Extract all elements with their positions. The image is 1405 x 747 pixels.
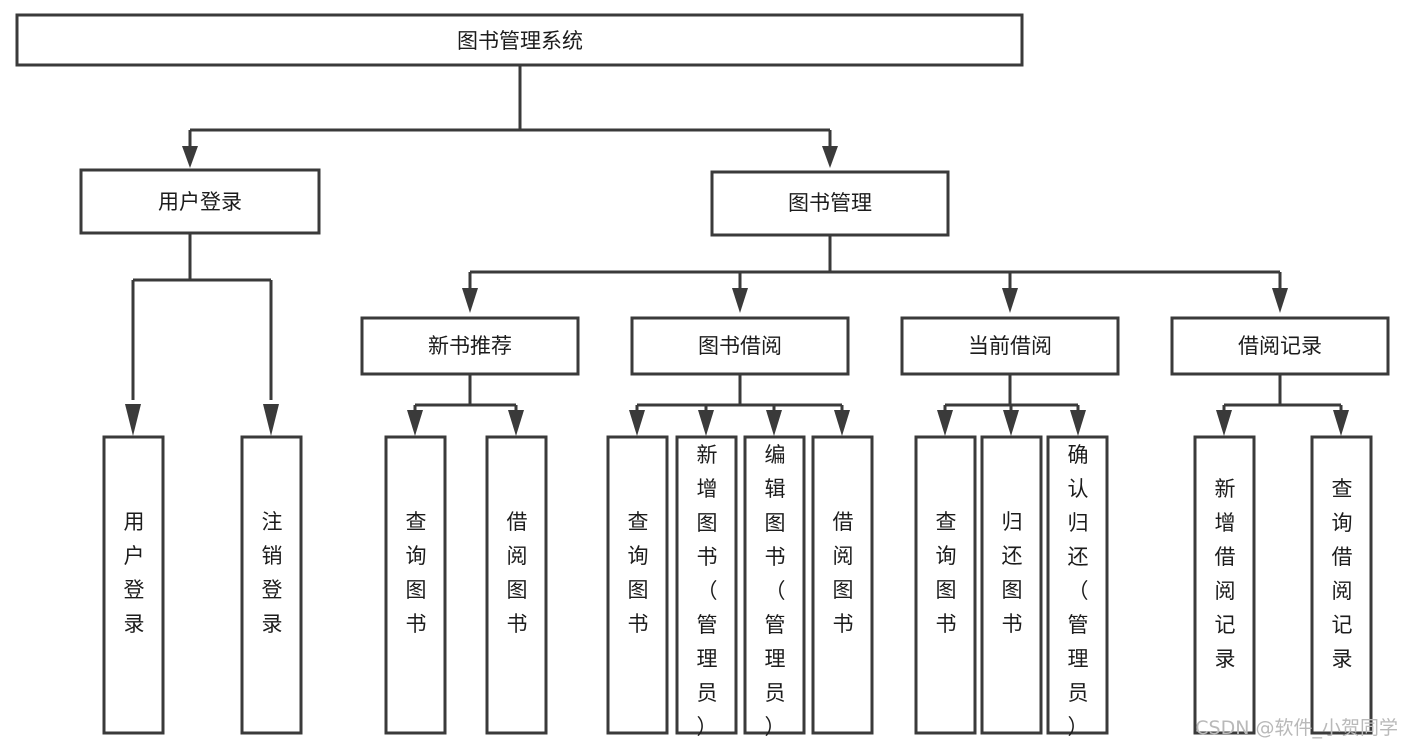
node-leaf-user-login-box[interactable] bbox=[102, 435, 165, 735]
arrow-to-leaf-edit-book-icon bbox=[766, 410, 782, 436]
node-leaf-query-book-2-label: 查询图书 bbox=[628, 510, 649, 636]
node-current-borrow[interactable]: 当前借阅 bbox=[900, 316, 1120, 376]
arrow-to-book-management-icon bbox=[822, 146, 838, 168]
node-borrow-record-box[interactable] bbox=[1170, 316, 1390, 376]
node-leaf-add-record[interactable]: 新增借阅记录 bbox=[1193, 435, 1256, 735]
arrow-to-leaf-return-book-icon bbox=[1003, 410, 1019, 436]
node-leaf-query-book-1-label: 查询图书 bbox=[406, 510, 427, 636]
node-leaf-user-logout[interactable]: 注销登录 bbox=[240, 435, 303, 735]
node-leaf-return-book[interactable]: 归还图书 bbox=[980, 435, 1043, 735]
node-leaf-add-record-box[interactable] bbox=[1193, 435, 1256, 735]
node-leaf-borrow-book-2-label: 借阅图书 bbox=[833, 510, 854, 636]
node-leaf-confirm-return-box[interactable] bbox=[1046, 435, 1109, 735]
node-user-login[interactable]: 用户登录 bbox=[79, 168, 321, 235]
node-root-box[interactable] bbox=[15, 13, 1024, 67]
node-borrow-record-label: 借阅记录 bbox=[1238, 334, 1322, 358]
node-book-management[interactable]: 图书管理 bbox=[710, 170, 950, 237]
node-leaf-return-book-label: 归还图书 bbox=[1002, 510, 1023, 636]
node-book-management-label: 图书管理 bbox=[788, 191, 872, 215]
node-borrow-record[interactable]: 借阅记录 bbox=[1170, 316, 1390, 376]
node-book-management-box[interactable] bbox=[710, 170, 950, 237]
node-root[interactable]: 图书管理系统 bbox=[15, 13, 1024, 67]
node-leaf-add-book-label: 新增图书（管理员） bbox=[697, 443, 718, 739]
node-leaf-query-book-2-box[interactable] bbox=[606, 435, 669, 735]
arrow-to-leaf-borrow-book-2-icon bbox=[834, 410, 850, 436]
arrow-to-leaf-user-login-icon bbox=[125, 404, 141, 436]
node-leaf-return-book-box[interactable] bbox=[980, 435, 1043, 735]
node-new-book-recommend[interactable]: 新书推荐 bbox=[360, 316, 580, 376]
arrow-to-leaf-query-book-1-icon bbox=[407, 410, 423, 436]
node-current-borrow-box[interactable] bbox=[900, 316, 1120, 376]
node-leaf-borrow-book-2[interactable]: 借阅图书 bbox=[811, 435, 874, 735]
node-leaf-add-record-label: 新增借阅记录 bbox=[1215, 477, 1236, 671]
arrow-to-book-borrow-icon bbox=[732, 288, 748, 313]
node-leaf-query-book-1-box[interactable] bbox=[384, 435, 447, 735]
node-root-label: 图书管理系统 bbox=[457, 29, 583, 53]
node-book-borrow-box[interactable] bbox=[630, 316, 850, 376]
node-leaf-query-book-2[interactable]: 查询图书 bbox=[606, 435, 669, 735]
node-book-borrow[interactable]: 图书借阅 bbox=[630, 316, 850, 376]
node-leaf-borrow-book-1[interactable]: 借阅图书 bbox=[485, 435, 548, 735]
node-user-login-box[interactable] bbox=[79, 168, 321, 235]
arrow-to-leaf-query-book-3-icon bbox=[937, 410, 953, 436]
node-new-book-recommend-label: 新书推荐 bbox=[428, 334, 512, 358]
watermark: CSDN @软件_小贺同学 bbox=[1195, 717, 1398, 739]
node-leaf-query-book-3[interactable]: 查询图书 bbox=[914, 435, 977, 735]
node-leaf-confirm-return-label: 确认归还（管理员） bbox=[1068, 443, 1089, 739]
node-leaf-add-book-box[interactable] bbox=[675, 435, 738, 735]
node-leaf-query-book-3-box[interactable] bbox=[914, 435, 977, 735]
node-leaf-query-record[interactable]: 查询借阅记录 bbox=[1310, 435, 1373, 735]
arrow-to-new-book-recommend-icon bbox=[462, 288, 478, 313]
arrow-to-leaf-add-book-icon bbox=[698, 410, 714, 436]
arrow-to-borrow-record-icon bbox=[1272, 288, 1288, 313]
node-leaf-user-login-label: 用户登录 bbox=[124, 510, 145, 636]
arrow-to-leaf-confirm-return-icon bbox=[1070, 410, 1086, 436]
node-new-book-recommend-box[interactable] bbox=[360, 316, 580, 376]
node-leaf-add-book[interactable]: 新增图书（管理员） bbox=[675, 435, 738, 739]
node-leaf-query-book-1[interactable]: 查询图书 bbox=[384, 435, 447, 735]
node-leaf-borrow-book-1-box[interactable] bbox=[485, 435, 548, 735]
node-leaf-query-record-label: 查询借阅记录 bbox=[1332, 477, 1353, 671]
arrow-to-user-login-icon bbox=[182, 146, 198, 168]
node-leaf-edit-book[interactable]: 编辑图书（管理员） bbox=[743, 435, 806, 739]
node-book-borrow-label: 图书借阅 bbox=[698, 334, 782, 358]
arrow-to-leaf-add-record-icon bbox=[1216, 410, 1232, 436]
arrow-to-leaf-borrow-book-1-icon bbox=[508, 410, 524, 436]
node-leaf-borrow-book-1-label: 借阅图书 bbox=[507, 510, 528, 636]
arrow-to-leaf-user-logout-icon bbox=[263, 404, 279, 436]
node-leaf-borrow-book-2-box[interactable] bbox=[811, 435, 874, 735]
node-leaf-edit-book-box[interactable] bbox=[743, 435, 806, 735]
node-leaf-user-logout-box[interactable] bbox=[240, 435, 303, 735]
arrow-to-current-borrow-icon bbox=[1002, 288, 1018, 313]
node-leaf-query-book-3-label: 查询图书 bbox=[936, 510, 957, 636]
node-current-borrow-label: 当前借阅 bbox=[968, 334, 1052, 358]
arrow-to-leaf-query-book-2-icon bbox=[629, 410, 645, 436]
node-leaf-edit-book-label: 编辑图书（管理员） bbox=[765, 443, 786, 739]
node-leaf-query-record-box[interactable] bbox=[1310, 435, 1373, 735]
arrow-to-leaf-query-record-icon bbox=[1333, 410, 1349, 436]
node-leaf-user-logout-label: 注销登录 bbox=[262, 510, 283, 636]
node-leaf-confirm-return[interactable]: 确认归还（管理员） bbox=[1046, 435, 1109, 739]
node-leaf-user-login[interactable]: 用户登录 bbox=[102, 435, 165, 735]
node-user-login-label: 用户登录 bbox=[158, 190, 242, 214]
connector-layer bbox=[125, 65, 1349, 436]
